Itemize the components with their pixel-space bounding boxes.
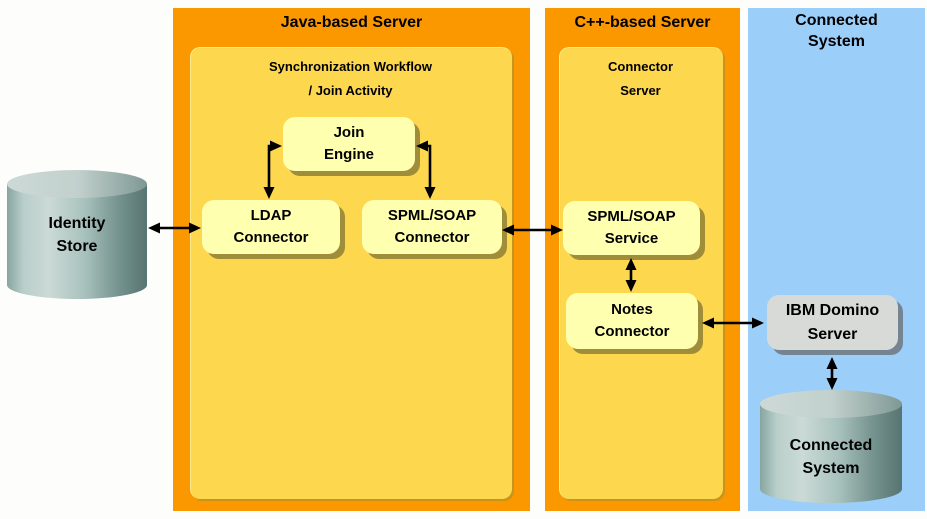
sync-workflow-panel <box>190 47 512 499</box>
ldap-connector-node: LDAP Connector <box>202 200 340 254</box>
spml-soap-connector-node: SPML/SOAP Connector <box>362 200 502 254</box>
connected-system-db-label: Connected System <box>789 437 873 478</box>
java-server-title: Java-based Server <box>280 14 423 31</box>
cpp-server-title: C++-based Server <box>574 14 711 31</box>
sync-workflow-title: Synchronization Workflow / Join Activity <box>269 59 432 99</box>
connected-system-title: Connected System <box>795 12 878 50</box>
spml-soap-service-node: SPML/SOAP Service <box>563 201 700 255</box>
connector-server-panel <box>559 47 723 499</box>
notes-connector-node: Notes Connector <box>566 293 698 349</box>
connector-server-title: Connector Server <box>608 59 673 99</box>
ibm-domino-server-node: IBM Domino Server <box>767 295 898 350</box>
join-engine-node: Join Engine <box>283 117 415 171</box>
identity-store-label: Identity Store <box>48 215 106 256</box>
